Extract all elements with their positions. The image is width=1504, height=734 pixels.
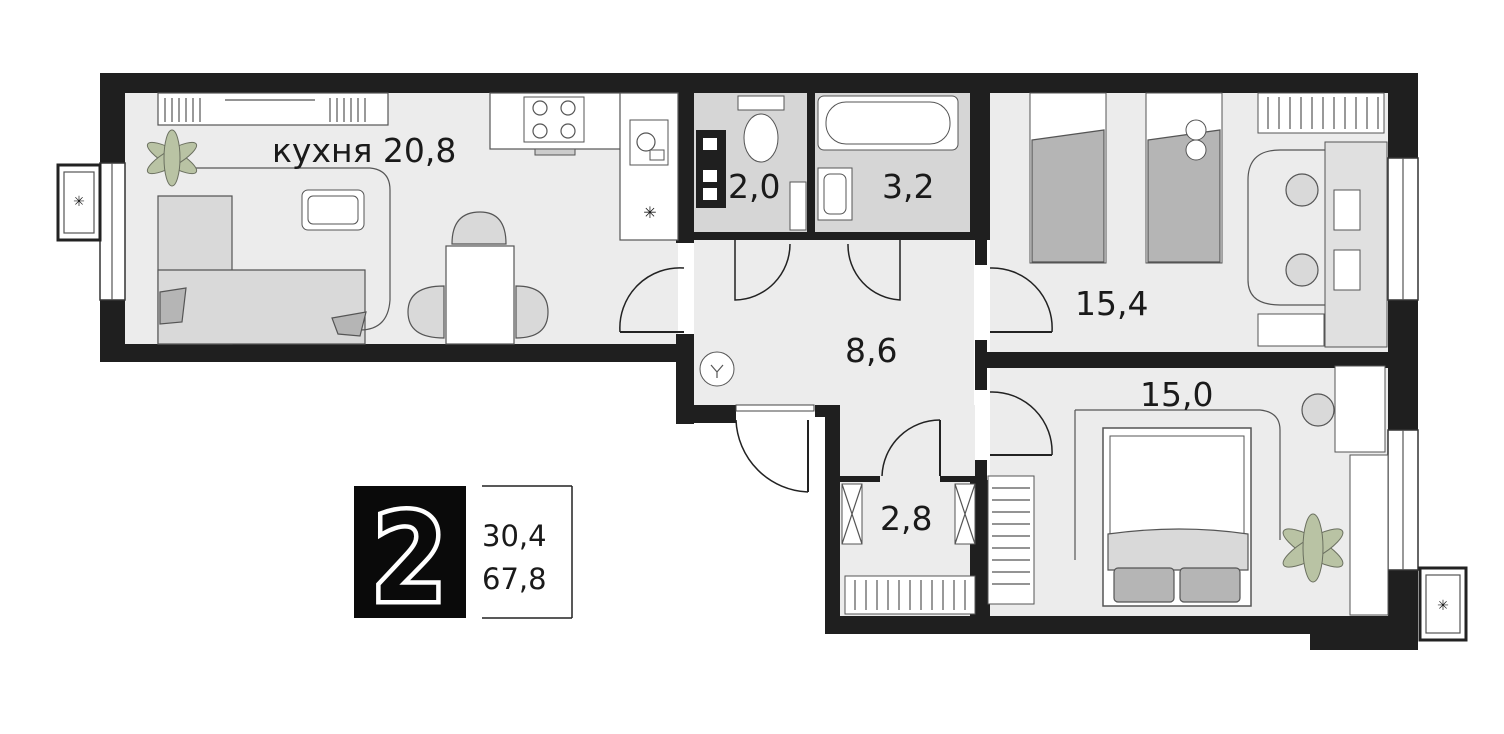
doors (619, 240, 1053, 493)
kitchen-label: кухня 20,8 (272, 131, 456, 170)
fridge-icon: ✳ (643, 203, 656, 222)
hall-area: 8,6 (845, 331, 897, 370)
toilet-tank (737, 95, 785, 111)
chair-right (515, 285, 549, 339)
plant-icon (146, 129, 198, 187)
wc-sink (789, 181, 807, 231)
pillow-left (1113, 567, 1175, 603)
coffee-table (301, 189, 365, 231)
wc-fixtures: 2,0 (696, 95, 807, 231)
toilet-bowl (743, 113, 779, 163)
closet-items: 2,8 (841, 483, 976, 615)
cushion-icon (159, 287, 187, 325)
stove-icon (523, 96, 585, 156)
bedroom2-furniture: 15,0 (987, 365, 1389, 616)
meter-icon (699, 351, 735, 387)
hall-floor (694, 240, 974, 410)
chair-left (407, 285, 445, 339)
dining-table (445, 245, 515, 345)
kitchen-counter-side (619, 92, 679, 241)
windows: ✳ ✳ (56, 157, 1468, 642)
bedroom-ac-icon: ✳ (1437, 598, 1449, 614)
wc-area: 2,0 (728, 167, 780, 206)
bookshelf (1257, 92, 1385, 134)
closet-area: 2,8 (880, 499, 932, 538)
rooms-count-box (354, 486, 466, 618)
desk-chair (1285, 173, 1319, 207)
walls (100, 73, 1418, 650)
radiator-bedroom (987, 475, 1035, 605)
kitchen-balcony-box (56, 163, 102, 242)
chair-top (451, 211, 507, 245)
pillow-right (1179, 567, 1241, 603)
shelf-unit (157, 92, 389, 126)
kitchen-ac-icon: ✳ (73, 194, 85, 210)
desk (1324, 141, 1388, 348)
vanity-chair (1301, 393, 1335, 427)
kitchen-furniture: ✳ кухня 20,8 (146, 92, 679, 345)
dresser (1334, 365, 1386, 453)
living-area: 30,4 (482, 519, 547, 553)
bedroom1-furniture: 15,4 (1029, 92, 1388, 348)
hall-floor-lower (840, 405, 975, 480)
summary-badge: 2 30,4 67,8 (354, 485, 573, 634)
bath-fixtures: 3,2 (817, 95, 959, 221)
sink-icon (629, 119, 669, 166)
teddy-bear-icon (1185, 119, 1207, 141)
rooms-count: 2 (374, 490, 446, 629)
bathtub (817, 95, 959, 151)
entrance-door (735, 419, 809, 493)
bath-sink (817, 167, 853, 221)
hall-items: 8,6 (699, 331, 897, 387)
bedroom2-area: 15,0 (1140, 375, 1213, 414)
bath-area: 3,2 (882, 167, 934, 206)
bedroom-balcony-box (1418, 566, 1468, 642)
bedroom1-area: 15,4 (1075, 284, 1148, 323)
total-area: 67,8 (482, 562, 547, 596)
plant-icon-bedroom (1282, 513, 1344, 583)
